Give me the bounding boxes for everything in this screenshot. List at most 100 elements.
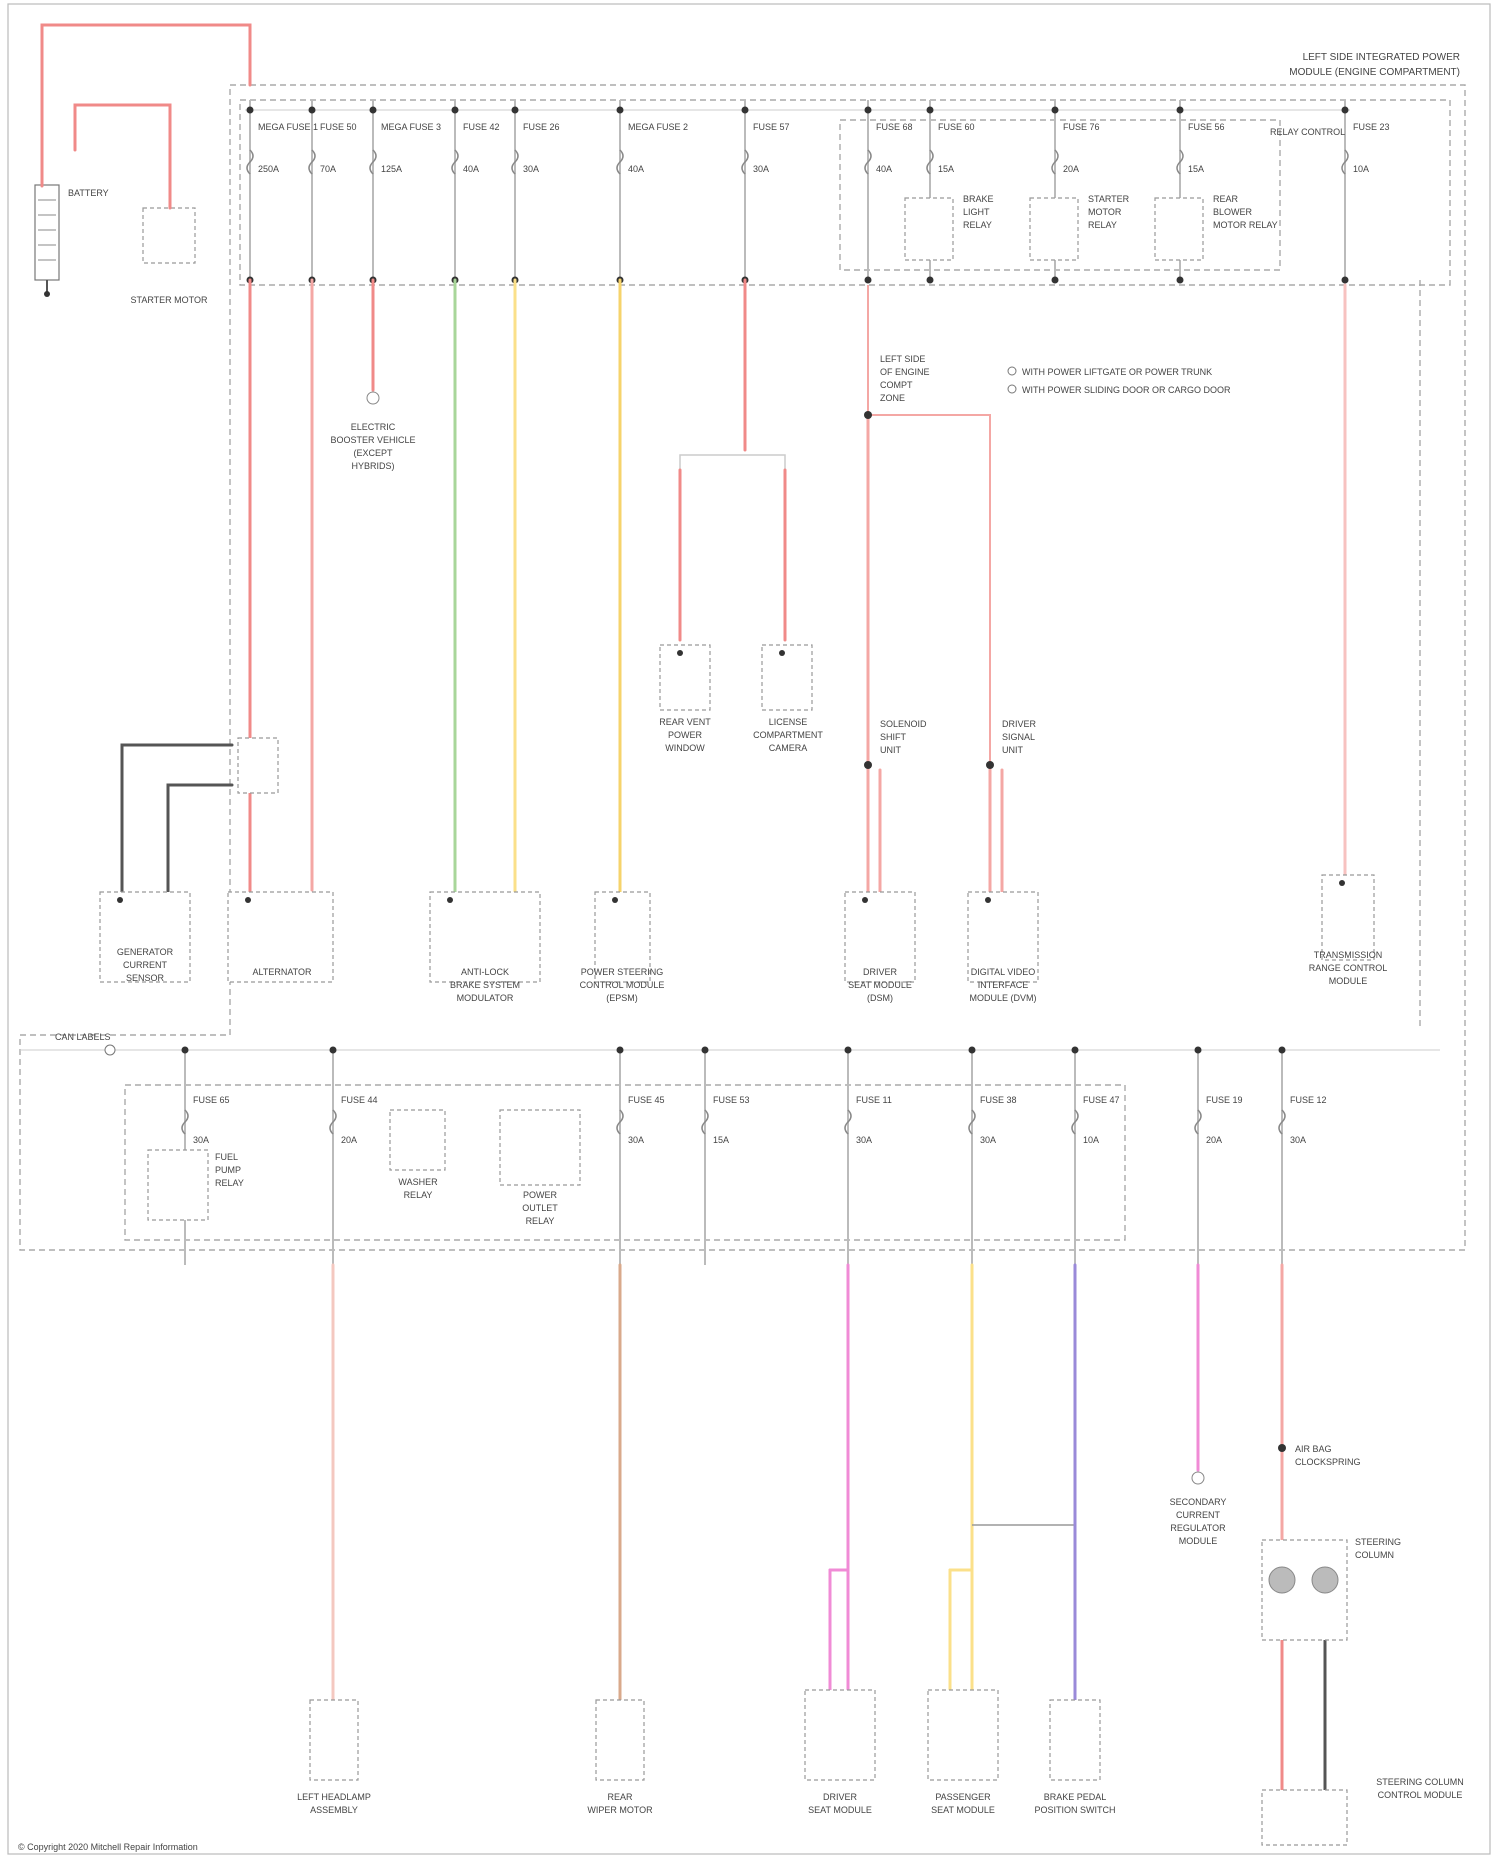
fuse-node xyxy=(1052,107,1059,114)
component-label: SEAT MODULE xyxy=(931,1805,995,1815)
legend-item-1: WITH POWER LIFTGATE OR POWER TRUNK xyxy=(1022,367,1212,377)
fuse-label: FUSE 60 xyxy=(938,122,975,132)
header-line1: LEFT SIDE INTEGRATED POWER xyxy=(1303,52,1460,63)
relay-label: BLOWER xyxy=(1213,207,1253,217)
component-drvseat: DRIVERSEAT MODULE(DSM) xyxy=(845,892,915,1003)
relay-box xyxy=(1030,198,1078,260)
legend-item-2: WITH POWER SLIDING DOOR OR CARGO DOOR xyxy=(1022,385,1231,395)
component-box xyxy=(928,1690,998,1780)
lower-fuse-block-frame xyxy=(125,1085,1125,1240)
clockspring-coil-b xyxy=(1312,1567,1338,1593)
top-component-row: ALTERNATORGENERATORCURRENTSENSORANTI-LOC… xyxy=(100,645,1387,1003)
pin xyxy=(245,897,251,903)
starter-label: STARTER MOTOR xyxy=(130,295,208,305)
component-box xyxy=(596,1700,644,1780)
pin xyxy=(862,897,868,903)
clockspring-coil-a xyxy=(1269,1567,1295,1593)
relay-label: RELAY xyxy=(404,1190,433,1200)
component-box xyxy=(660,645,710,710)
footer-note: © Copyright 2020 Mitchell Repair Informa… xyxy=(18,1842,198,1852)
fuse-label: FUSE 50 xyxy=(320,122,357,132)
component-label: MODULATOR xyxy=(457,993,514,1003)
svg-text:ZONE: ZONE xyxy=(880,393,905,403)
relay-label: REAR xyxy=(1213,194,1239,204)
component-label: LEFT HEADLAMP xyxy=(297,1792,371,1802)
component-label: SEAT MODULE xyxy=(848,980,912,990)
bottom-component-row: LEFT HEADLAMPASSEMBLYREARWIPER MOTORDRIV… xyxy=(297,1690,1464,1845)
electric-booster-note: ELECTRIC BOOSTER VEHICLE (EXCEPT HYBRIDS… xyxy=(330,392,415,471)
component-label: COMPARTMENT xyxy=(753,730,823,740)
fuse-node xyxy=(1195,1047,1202,1054)
pin xyxy=(447,897,453,903)
component-label: MODULE xyxy=(1329,976,1368,986)
fuse-label: MEGA FUSE 2 xyxy=(628,122,688,132)
pin xyxy=(779,650,785,656)
svg-text:STEERING: STEERING xyxy=(1355,1537,1401,1547)
fuse-node xyxy=(927,107,934,114)
svg-text:UNIT: UNIT xyxy=(880,745,901,755)
component-label: CONTROL MODULE xyxy=(580,980,665,990)
svg-text:SIGNAL: SIGNAL xyxy=(1002,732,1035,742)
header-line2: MODULE (ENGINE COMPARTMENT) xyxy=(1289,67,1460,78)
svg-text:UNIT: UNIT xyxy=(1002,745,1023,755)
relay-label: STARTER xyxy=(1088,194,1130,204)
fuse-label: FUSE 12 xyxy=(1290,1095,1327,1105)
component-dvr: DIGITAL VIDEOINTERFACEMODULE (DVM) xyxy=(968,892,1038,1003)
fuse-amps: 40A xyxy=(463,164,479,174)
fuse-b7: FUSE 4710A xyxy=(1072,1047,1120,1266)
fuse-amps: 15A xyxy=(713,1135,729,1145)
fuse-label: MEGA FUSE 1 xyxy=(258,122,318,132)
relay-box xyxy=(905,198,953,260)
fuse-f6: MEGA FUSE 240A xyxy=(617,100,689,284)
fuse-label: FUSE 11 xyxy=(856,1095,892,1105)
fuse-label: FUSE 45 xyxy=(628,1095,665,1105)
relay-label: MOTOR xyxy=(1088,207,1122,217)
svg-text:HYBRIDS): HYBRIDS) xyxy=(351,461,394,471)
wire-gen-sensor-b xyxy=(168,785,232,892)
component-box xyxy=(805,1690,875,1780)
component-label: SENSOR xyxy=(126,973,165,983)
fuse-node xyxy=(617,1047,624,1054)
relay-box xyxy=(1155,198,1203,260)
power-module-frame xyxy=(20,85,1465,1250)
fuse-node xyxy=(1072,1047,1079,1054)
relay-label: RELAY xyxy=(526,1216,555,1226)
can-labels-note: CAN LABELS xyxy=(55,1032,115,1055)
fuse-node xyxy=(1342,277,1349,284)
svg-text:CURRENT: CURRENT xyxy=(1176,1510,1221,1520)
fuse-node xyxy=(865,277,872,284)
fuse-label: FUSE 38 xyxy=(980,1095,1017,1105)
fuse-b6: FUSE 3830A xyxy=(969,1047,1017,1266)
component-box xyxy=(310,1700,358,1780)
fuse57-branch xyxy=(680,455,785,470)
fuse-label: FUSE 65 xyxy=(193,1095,230,1105)
component-box xyxy=(1050,1700,1100,1780)
fuse-node xyxy=(370,107,377,114)
top-relay-row: BRAKELIGHTRELAYSTARTERMOTORRELAYREARBLOW… xyxy=(905,194,1278,260)
component-label: PASSENGER xyxy=(935,1792,991,1802)
fuse-node xyxy=(1177,107,1184,114)
fuse-amps: 30A xyxy=(856,1135,872,1145)
fuse-label: FUSE 47 xyxy=(1083,1095,1120,1105)
fuse-node xyxy=(330,1047,337,1054)
relay-label: POWER xyxy=(523,1190,558,1200)
relay-label: MOTOR RELAY xyxy=(1213,220,1278,230)
fuse-node xyxy=(247,107,254,114)
component-trans: TRANSMISSIONRANGE CONTROLMODULE xyxy=(1309,875,1388,986)
fuse-amps: 30A xyxy=(523,164,539,174)
fuse-node xyxy=(742,107,749,114)
component-box xyxy=(1262,1790,1347,1845)
component-label: MODULE (DVM) xyxy=(970,993,1037,1003)
fuse-label: FUSE 26 xyxy=(523,122,560,132)
component-label: WIPER MOTOR xyxy=(587,1805,653,1815)
fuse-node xyxy=(309,107,316,114)
fuse-amps: 70A xyxy=(320,164,336,174)
splice-notes: SOLENOID SHIFT UNIT DRIVER SIGNAL UNIT xyxy=(864,719,1037,769)
svg-text:SOLENOID: SOLENOID xyxy=(880,719,927,729)
